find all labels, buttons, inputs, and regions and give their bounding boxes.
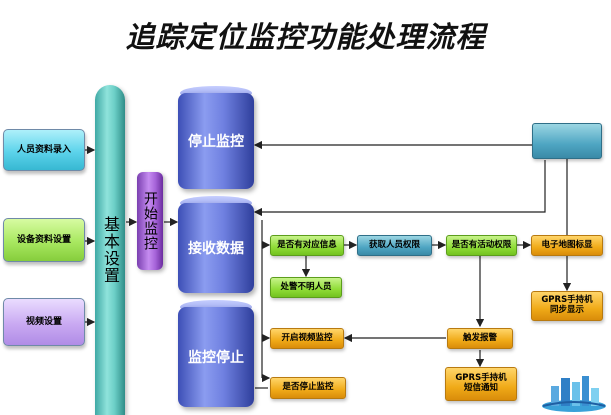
diagram-title: 追踪定位监控功能处理流程 [125, 20, 486, 54]
gprs-sync-step: GPRS手持机 同步显示 [531, 291, 603, 321]
receive-data-cylinder: 接收数据 [178, 203, 254, 293]
receive-data-label: 接收数据 [188, 241, 244, 257]
city-skyline-icon [542, 376, 606, 412]
stop-monitor-label: 停止监控 [188, 134, 244, 150]
trigger-alarm-label: 触发报警 [462, 332, 497, 343]
video-setup-box: 视频设置 [3, 298, 85, 346]
unknown-person-step: 处警不明人员 [270, 277, 342, 298]
personnel-entry-label: 人员资料录入 [16, 144, 71, 155]
whether-stop-label: 是否停止监控 [282, 382, 334, 393]
gprs-sms-label: GPRS手持机 短信通知 [455, 373, 507, 393]
video-setup-label: 视频设置 [25, 316, 62, 327]
equipment-setup-label: 设备资料设置 [16, 234, 71, 245]
trigger-alarm-step: 触发报警 [447, 328, 513, 349]
has-person-info-step: 是否有对应信息 [270, 235, 344, 256]
arrow-map-to-receive [253, 160, 546, 217]
unknown-person-label: 处警不明人员 [280, 281, 332, 292]
monitor-stop-label: 监控停止 [188, 350, 244, 366]
basic-settings-label: 基本设置 [101, 216, 120, 284]
map-mark-label: 电子地图标显 [541, 239, 593, 250]
map-mark-step: 电子地图标显 [531, 235, 603, 256]
monitor-stop-cylinder: 监控停止 [178, 307, 254, 407]
whether-stop-step: 是否停止监控 [270, 377, 346, 399]
gprs-sync-label: GPRS手持机 同步显示 [541, 295, 593, 315]
basic-settings-pillar: 基本设置 [95, 85, 125, 415]
gprs-sms-step: GPRS手持机 短信通知 [445, 367, 517, 401]
start-monitoring-block: 开始监控 [137, 172, 163, 270]
feedback-box [532, 123, 602, 159]
has-activity-permission-step: 是否有活动权限 [446, 235, 517, 256]
personnel-entry-box: 人员资料录入 [3, 129, 85, 171]
stop-monitor-cylinder: 停止监控 [178, 93, 254, 189]
open-video-label: 开启视频监控 [281, 332, 333, 343]
equipment-setup-box: 设备资料设置 [3, 218, 85, 262]
get-permission-step: 获取人员权限 [357, 235, 432, 256]
has-activity-permission-label: 是否有活动权限 [451, 239, 512, 250]
open-video-step: 开启视频监控 [270, 328, 344, 349]
start-monitoring-label: 开始监控 [142, 191, 158, 251]
has-person-info-label: 是否有对应信息 [277, 239, 337, 250]
get-permission-label: 获取人员权限 [368, 239, 420, 250]
